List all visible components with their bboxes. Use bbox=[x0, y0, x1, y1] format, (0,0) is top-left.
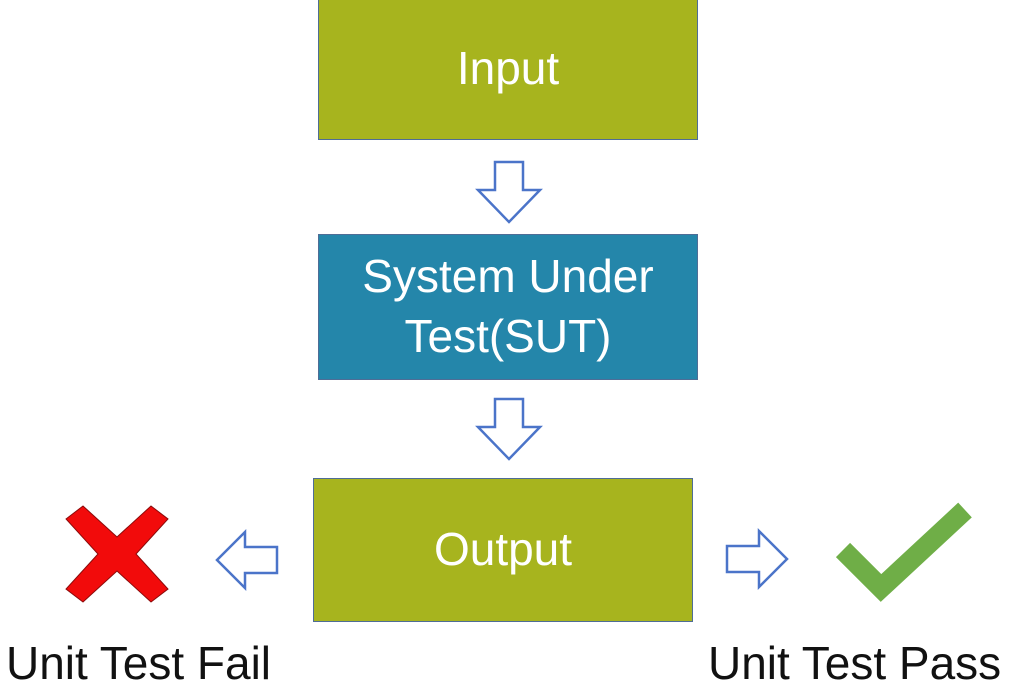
output-box: Output bbox=[313, 478, 693, 622]
green-check-icon bbox=[835, 502, 972, 602]
output-box-label: Output bbox=[433, 523, 573, 576]
sut-box: System Under Test(SUT) bbox=[318, 234, 698, 380]
input-box-label: Input bbox=[456, 42, 560, 95]
right-arrow-icon bbox=[725, 527, 789, 591]
input-box: Input bbox=[318, 0, 698, 140]
down-arrow-icon bbox=[475, 397, 543, 461]
left-arrow-icon bbox=[215, 528, 279, 592]
down-arrow-icon bbox=[475, 160, 543, 224]
sut-box-label: System Under Test(SUT) bbox=[362, 250, 654, 362]
unit-test-pass-label: Unit Test Pass bbox=[708, 637, 1002, 689]
red-x-cross-icon bbox=[65, 505, 169, 603]
unit-test-fail-label: Unit Test Fail bbox=[6, 637, 272, 689]
